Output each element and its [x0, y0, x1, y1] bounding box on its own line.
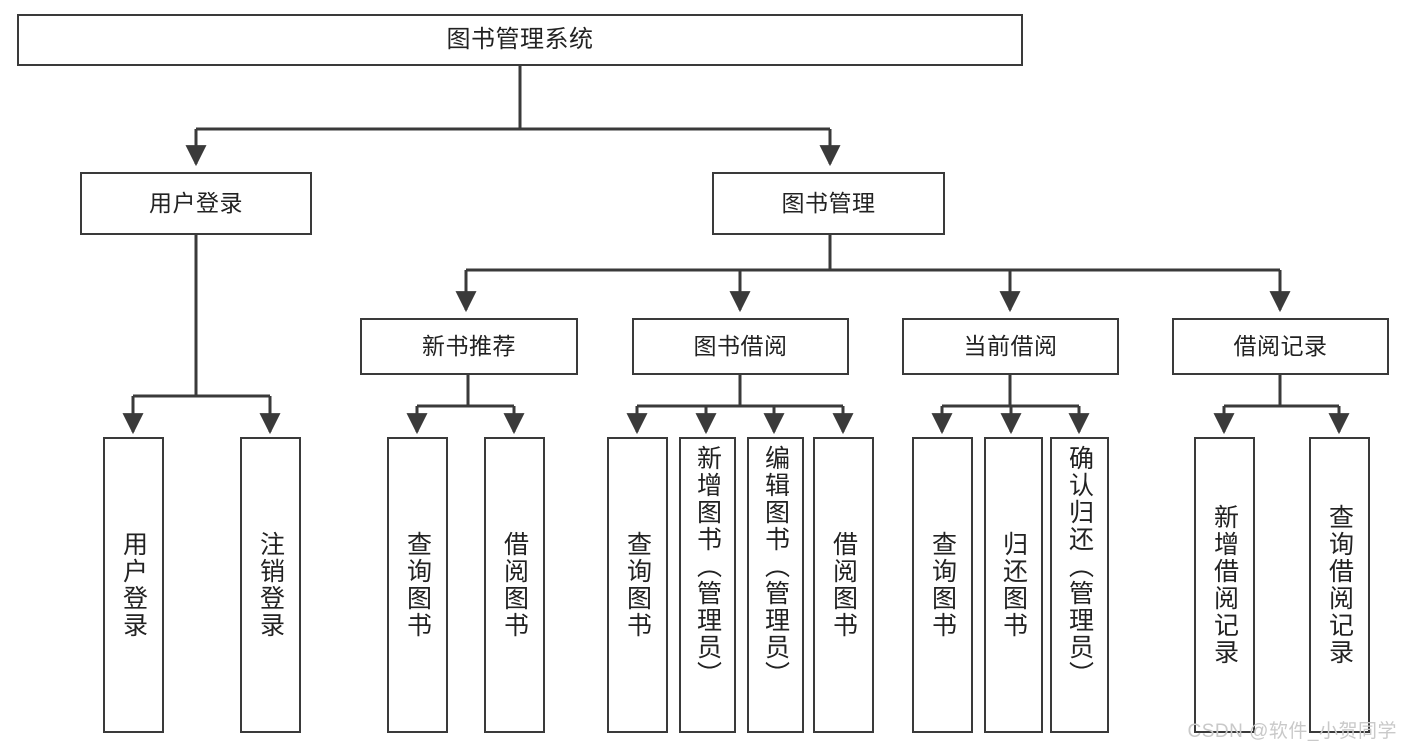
leaf-new-book-query-book[interactable]: 查询图书: [387, 437, 448, 733]
leaf-book-borrow-add-book-admin[interactable]: 新增图书（管理员）: [679, 437, 736, 733]
node-label: 注销登录: [256, 531, 285, 639]
node-label: 用户登录: [119, 531, 148, 639]
node-label: 用户登录: [149, 189, 243, 216]
node-label: 查询图书: [623, 531, 652, 639]
node-label: 图书管理: [781, 189, 876, 216]
leaf-borrow-record-add-record[interactable]: 新增借阅记录: [1194, 437, 1255, 733]
watermark-text: CSDN @软件_小贺同学: [1187, 721, 1397, 742]
leaf-user-login-login[interactable]: 用户登录: [103, 437, 164, 733]
leaf-new-book-borrow-book[interactable]: 借阅图书: [484, 437, 545, 733]
node-label: 确认归还（管理员）: [1065, 445, 1094, 688]
leaf-borrow-record-query-record[interactable]: 查询借阅记录: [1309, 437, 1370, 733]
node-book-management[interactable]: 图书管理: [712, 172, 945, 235]
leaf-current-borrow-query-book[interactable]: 查询图书: [912, 437, 973, 733]
node-user-login[interactable]: 用户登录: [80, 172, 312, 235]
node-borrow-record[interactable]: 借阅记录: [1172, 318, 1389, 375]
node-label: 查询图书: [928, 531, 957, 639]
node-label: 编辑图书（管理员）: [761, 445, 790, 688]
node-label: 新增图书（管理员）: [693, 445, 722, 688]
node-current-borrow[interactable]: 当前借阅: [902, 318, 1119, 375]
node-new-book-recommend[interactable]: 新书推荐: [360, 318, 578, 375]
node-book-borrow[interactable]: 图书借阅: [632, 318, 849, 375]
node-label: 新增借阅记录: [1210, 504, 1239, 666]
node-label: 当前借阅: [963, 332, 1058, 359]
node-label: 查询图书: [403, 531, 432, 639]
leaf-book-borrow-edit-book-admin[interactable]: 编辑图书（管理员）: [747, 437, 804, 733]
node-label: 借阅图书: [829, 531, 858, 639]
node-label: 借阅图书: [500, 531, 529, 639]
node-label: 新书推荐: [422, 332, 516, 359]
leaf-book-borrow-query-book[interactable]: 查询图书: [607, 437, 668, 733]
leaf-current-borrow-confirm-return-admin[interactable]: 确认归还（管理员）: [1050, 437, 1109, 733]
leaf-user-login-logout[interactable]: 注销登录: [240, 437, 301, 733]
node-label: 图书借阅: [693, 332, 788, 359]
node-label: 借阅记录: [1233, 332, 1328, 359]
leaf-book-borrow-borrow-book[interactable]: 借阅图书: [813, 437, 874, 733]
node-label: 查询借阅记录: [1325, 504, 1354, 666]
node-root-system[interactable]: 图书管理系统: [17, 14, 1023, 66]
leaf-current-borrow-return-book[interactable]: 归还图书: [984, 437, 1043, 733]
node-label: 图书管理系统: [446, 25, 594, 53]
node-label: 归还图书: [999, 531, 1028, 639]
